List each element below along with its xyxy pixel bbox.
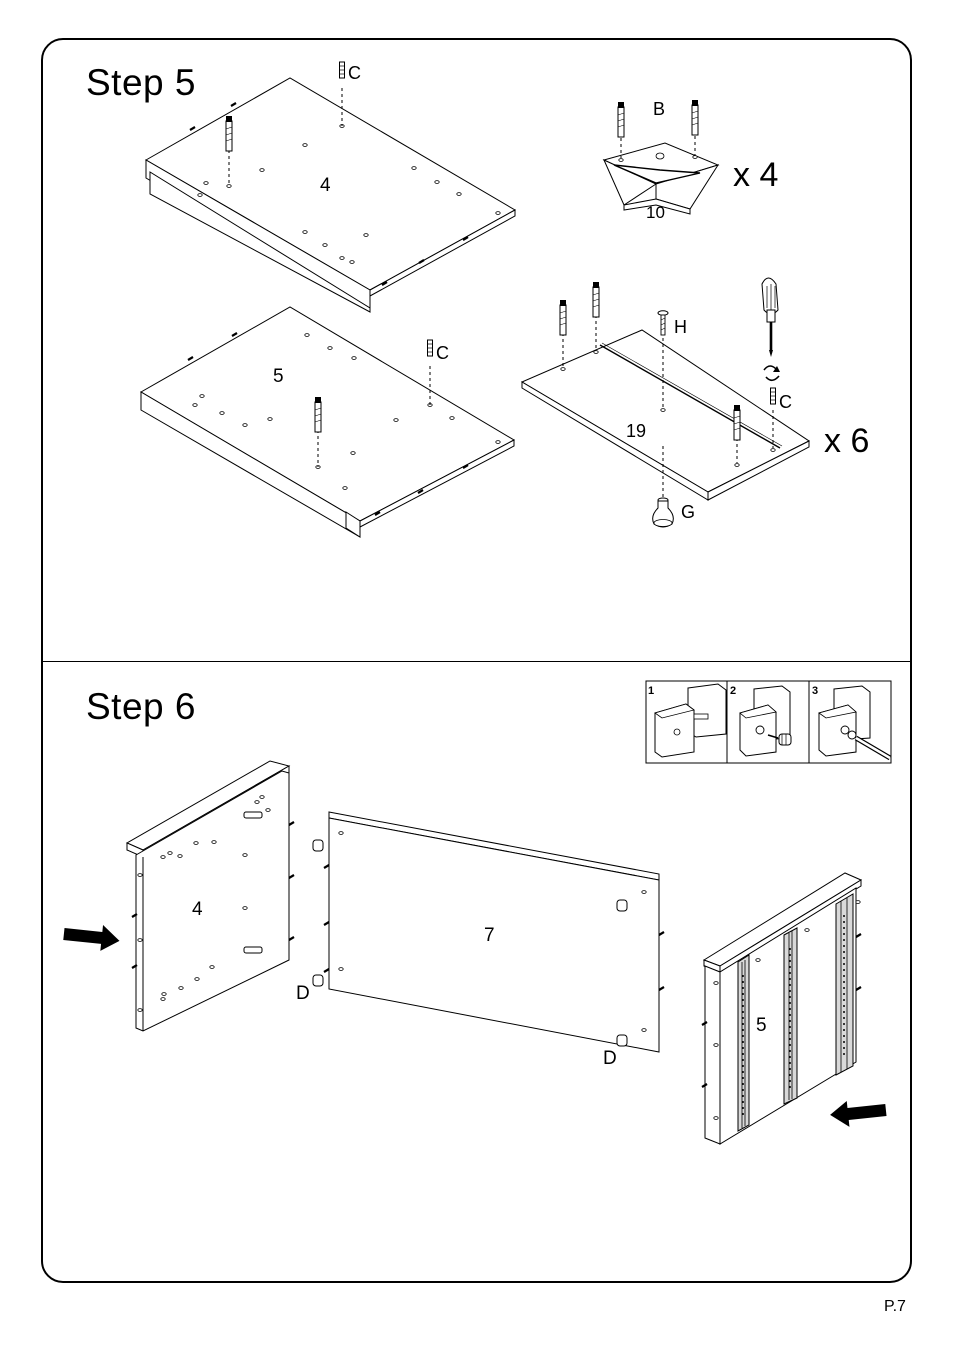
label-back-panel-7: 7	[484, 925, 495, 946]
shelf-19-drawing	[522, 282, 809, 527]
arrow-left-icon	[829, 1097, 887, 1129]
label-cam-c-2: C	[436, 343, 449, 363]
arrow-right-icon	[63, 921, 121, 953]
qty-legs: x 4	[733, 156, 778, 194]
label-cam-lock-d-1: D	[296, 983, 310, 1004]
label-shelf-19: 19	[626, 421, 646, 441]
knob-g	[653, 498, 674, 527]
panel-5-drawing	[141, 307, 514, 537]
label-leg-10: 10	[646, 203, 665, 222]
qty-shelves: x 6	[824, 422, 869, 460]
label-side-panel-4: 4	[192, 899, 203, 920]
inset-number-1: 1	[648, 685, 654, 697]
inset-instructions	[646, 681, 891, 763]
label-cam-lock-d-2: D	[603, 1048, 617, 1069]
side-panel-5-drawing	[702, 873, 861, 1144]
inset-number-2: 2	[730, 685, 736, 697]
label-panel-5: 5	[273, 366, 284, 387]
screw-h	[658, 311, 668, 335]
screwdriver-icon	[762, 278, 778, 357]
inset-number-3: 3	[812, 685, 818, 697]
label-side-panel-5: 5	[756, 1015, 767, 1036]
label-cam-c-1: C	[348, 63, 361, 83]
side-panel-4-drawing	[127, 761, 294, 1031]
label-bolt-b: B	[653, 99, 665, 119]
label-screw-h: H	[674, 317, 687, 337]
rotate-icon	[764, 366, 780, 380]
label-cam-c-3: C	[779, 392, 792, 412]
label-panel-4: 4	[320, 175, 331, 196]
label-knob-g: G	[681, 502, 695, 522]
